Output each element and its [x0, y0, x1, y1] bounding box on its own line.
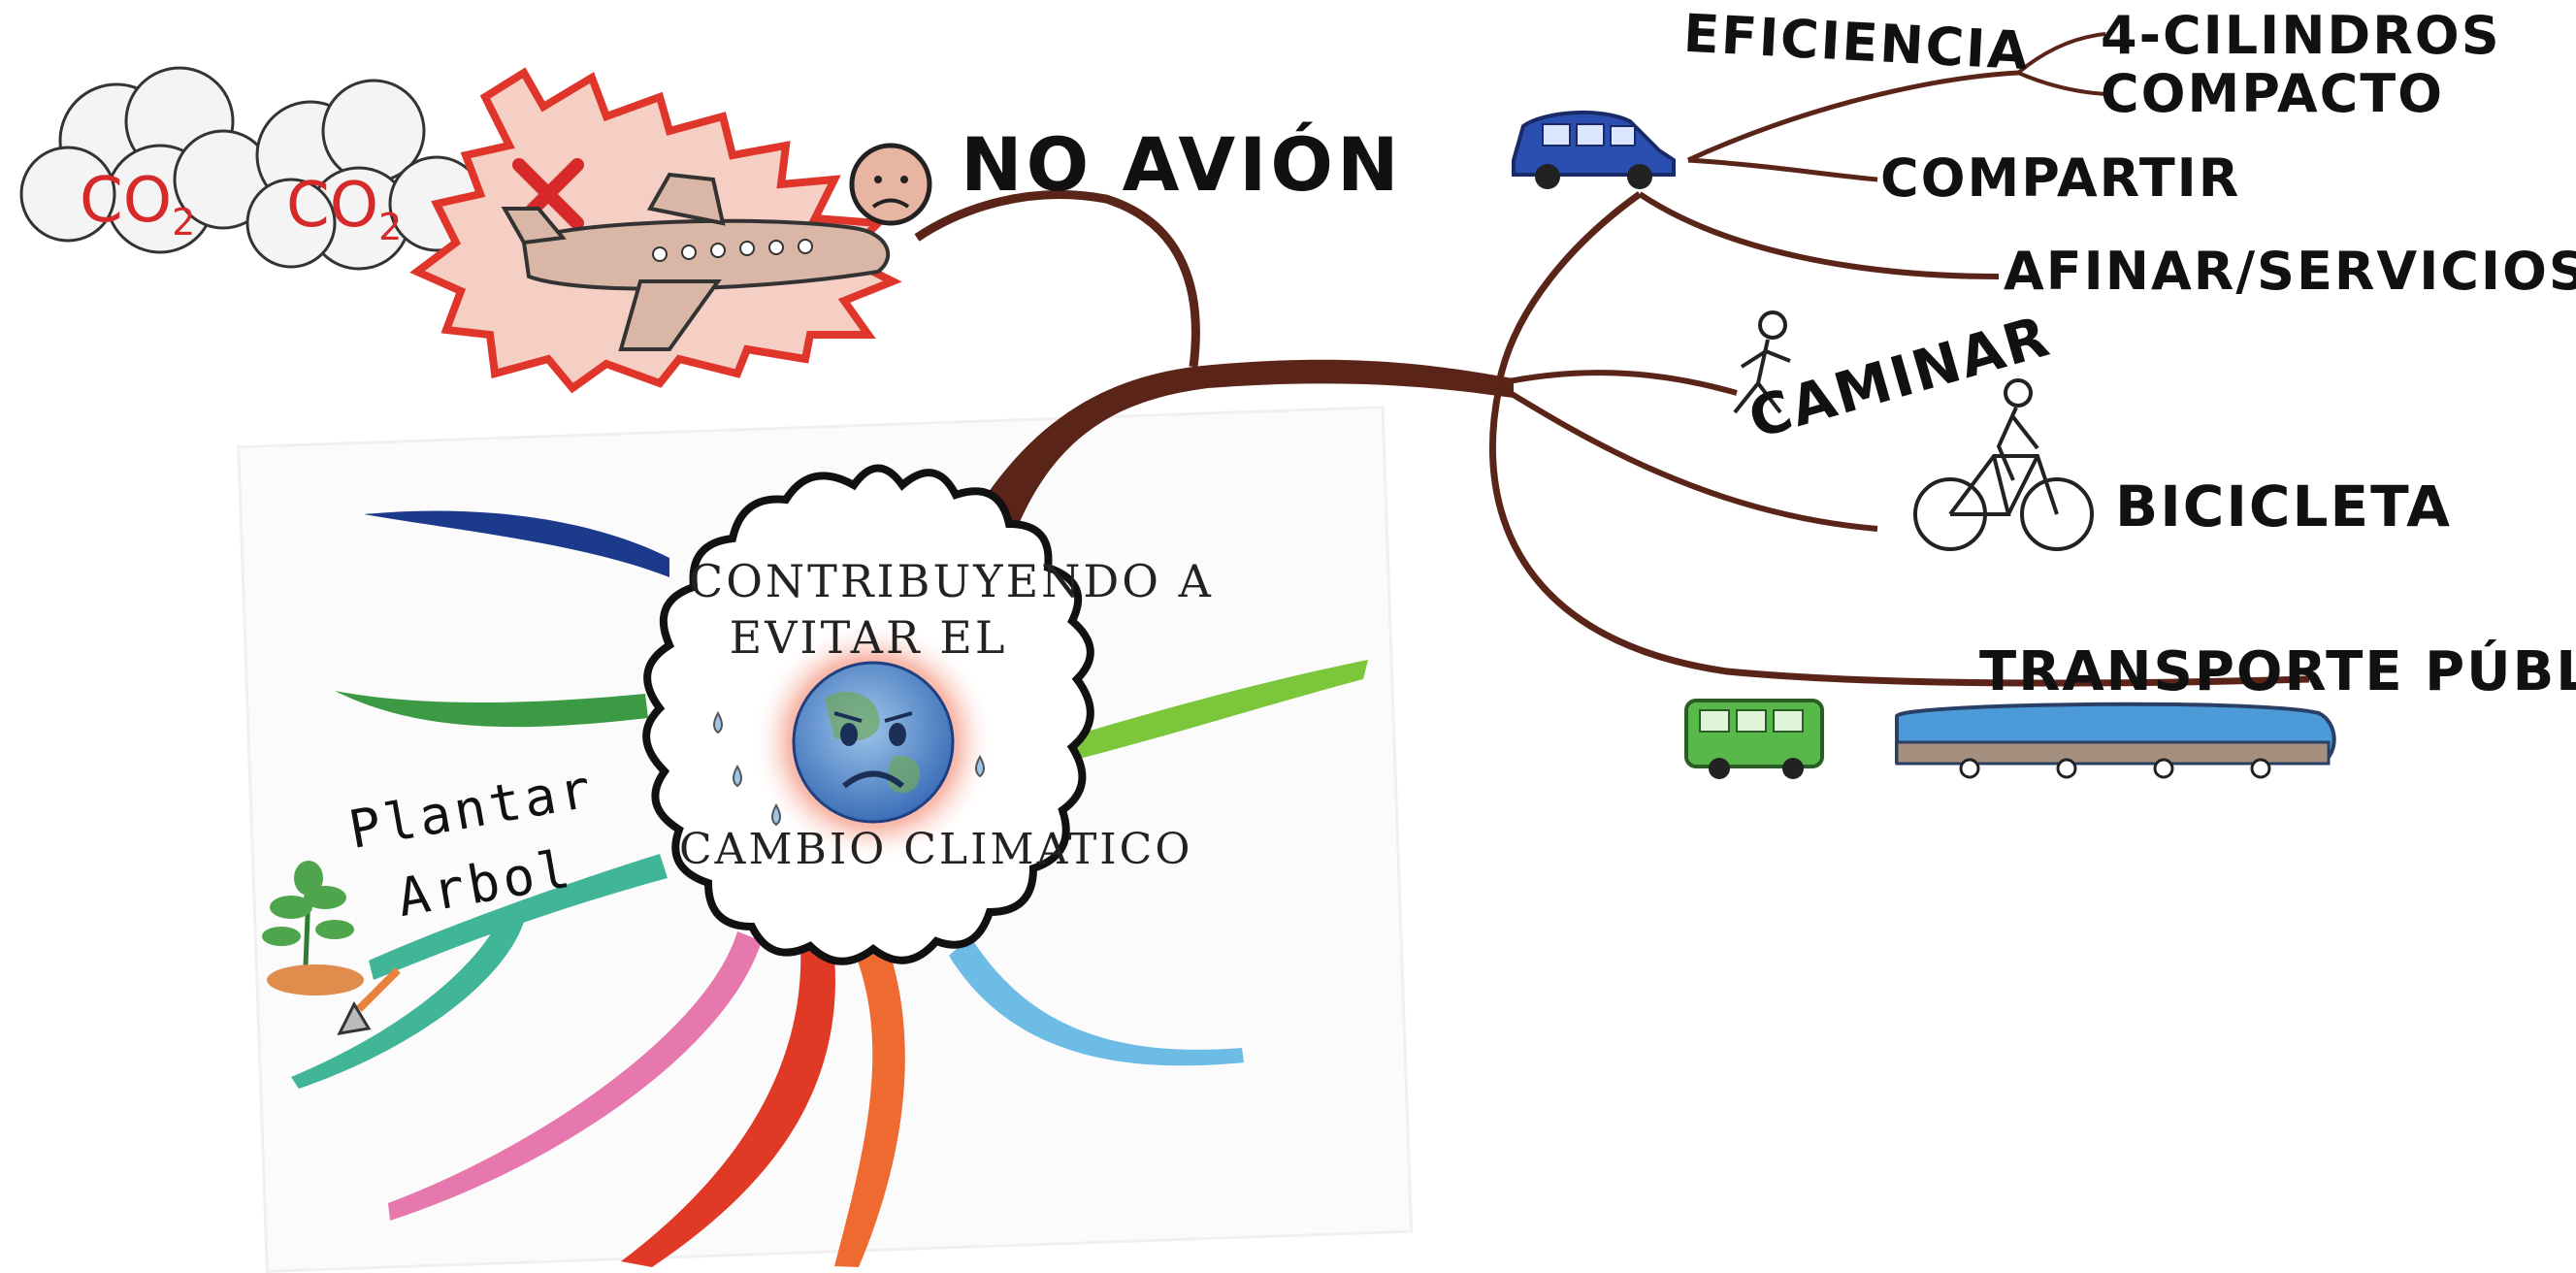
- branch-to-airplane: [917, 195, 1195, 367]
- branch-to-car: [1499, 194, 1640, 383]
- bus-icon: [1686, 701, 1822, 779]
- transporte-publico-label: TRANSPORTE PÚBLICO: [1979, 640, 2576, 703]
- sad-face-eye-left: [874, 176, 882, 183]
- earth-eye-right: [889, 723, 906, 746]
- car-icon: [1514, 113, 1674, 189]
- train-icon: [1897, 704, 2334, 777]
- sad-face-icon: [852, 146, 929, 223]
- no-avion-label: NO AVIÓN: [961, 121, 1403, 208]
- center-title-line3: CAMBIO CLIMATICO: [679, 825, 1067, 874]
- cilindros-label: 4-CILINDROS: [2101, 5, 2501, 66]
- afinar-label: AFINAR/SERVICIOS: [2004, 241, 2576, 302]
- branch-to-caminar: [1499, 373, 1737, 393]
- bicycle-icon: [1915, 380, 2092, 549]
- compacto-label: COMPACTO: [2101, 63, 2444, 124]
- compartir-label: COMPARTIR: [1880, 147, 2240, 209]
- branch-compacto: [2018, 73, 2105, 94]
- co2-label-1: CO2: [80, 165, 195, 244]
- center-title-line2: EVITAR EL: [708, 611, 1028, 664]
- earth-icon: [794, 663, 953, 822]
- sad-face-eye-right: [900, 176, 908, 183]
- earth-eye-left: [840, 723, 858, 746]
- co2-label-2: CO2: [286, 170, 402, 248]
- center-title-line1: CONTRIBUYENDO A: [689, 555, 1048, 607]
- branch-cilindros: [2018, 34, 2105, 73]
- branch-compartir: [1688, 160, 1877, 180]
- bicicleta-label: BICICLETA: [2115, 473, 2452, 539]
